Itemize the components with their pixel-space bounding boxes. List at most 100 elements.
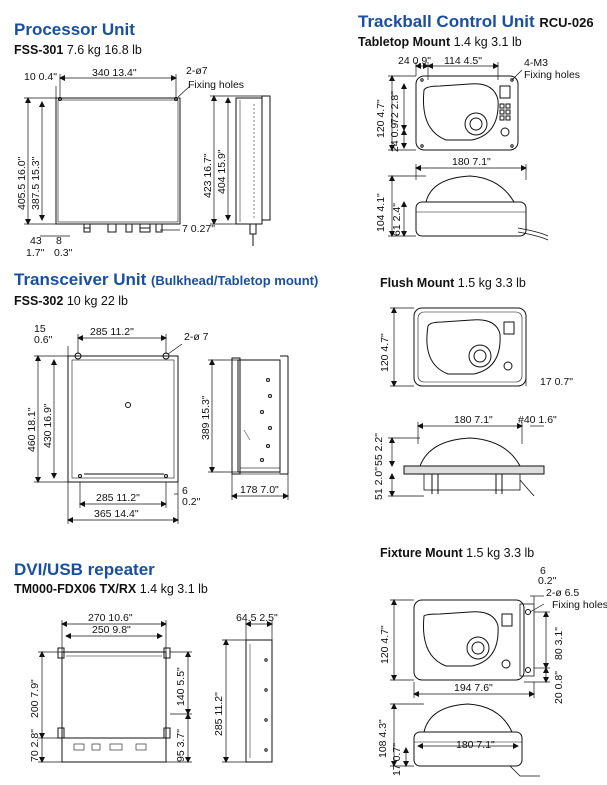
transceiver-height-outer: 460 18.1" — [26, 407, 38, 452]
transceiver-front-view — [67, 352, 179, 483]
tabletop-d-width: 114 4.5" — [444, 55, 482, 67]
fixture-label: Fixture Mount — [380, 546, 463, 560]
processor-side-offset: 7 0.27" — [182, 223, 215, 235]
transceiver-bottom-holes: 285 11.2" — [96, 492, 140, 504]
transceiver-depth: 178 7.0" — [240, 484, 279, 496]
processor-bottom-gap-in: 0.3" — [54, 247, 73, 259]
fixture-width-outer: 194 7.6" — [454, 682, 493, 694]
dvi-front-view — [57, 647, 171, 763]
fixture-holes-label: Fixing holes — [552, 599, 607, 611]
dvi-right-upper: 140 5.5" — [175, 667, 187, 706]
fixture-side-height: 108 4.3" — [377, 719, 389, 758]
trackball-title: Trackball Control Unit RCU-026 — [358, 12, 594, 32]
transceiver-side-view — [231, 355, 289, 475]
dvi-right-lower: 95 3.7" — [175, 729, 187, 762]
trackball-fixture-side-view — [413, 703, 540, 777]
tabletop-label: Tabletop Mount — [358, 35, 451, 49]
dvi-spec: TM000-FDX06 TX/RX 1.4 kg 3.1 lb — [14, 582, 208, 596]
tabletop-side-height: 104 4.1" — [375, 193, 387, 232]
processor-holes: 2-ø7 — [186, 65, 208, 77]
flush-panel: #40 1.6" — [518, 414, 557, 426]
transceiver-title-suffix: (Bulkhead/Tabletop mount) — [151, 273, 319, 288]
trackball-flush-side-view — [403, 437, 545, 497]
transceiver-height-inner: 430 16.9" — [42, 403, 54, 448]
dvi-side-height: 285 11.2" — [213, 692, 225, 736]
dvi-weight: 1.4 kg 3.1 lb — [139, 582, 208, 596]
transceiver-title: Transceiver Unit (Bulkhead/Tabletop moun… — [14, 270, 318, 290]
tabletop-width: 180 7.1" — [452, 156, 491, 168]
tabletop-height: 120 4.7" — [375, 99, 387, 138]
flush-width: 180 7.1" — [454, 414, 493, 426]
trackball-model-tag: RCU-026 — [539, 15, 594, 30]
fixture-holes: 2-ø 6.5 — [546, 587, 580, 599]
processor-height-inner: 387.5 15.3" — [30, 156, 42, 210]
dvi-model: TM000-FDX06 TX/RX — [14, 582, 137, 596]
flush-label: Flush Mount — [380, 276, 455, 290]
tabletop-d-left: 24 0.9" — [398, 55, 431, 67]
tabletop-spec: Tabletop Mount 1.4 kg 3.1 lb — [358, 35, 522, 49]
processor-spec: FSS-301 7.6 kg 16.8 lb — [14, 43, 142, 57]
processor-weight: 7.6 kg 16.8 lb — [66, 43, 142, 57]
transceiver-top-offset-in: 0.6" — [34, 334, 53, 346]
flush-side-lower: 51 2.0" — [373, 467, 385, 500]
fixture-side-lower: 17 0.7" — [391, 743, 403, 776]
flush-weight: 1.5 kg 3.3 lb — [457, 276, 526, 290]
tabletop-side-lower: 61 2.4" — [391, 203, 403, 236]
trackball-flush-dimension-lines — [388, 307, 544, 497]
fixture-height: 120 4.7" — [379, 625, 391, 664]
transceiver-model: FSS-302 — [14, 294, 64, 308]
fixture-right-lower: 20 0.8" — [553, 671, 565, 704]
transceiver-width-total: 365 14.4" — [94, 508, 139, 520]
processor-offset-top: 10 0.4" — [24, 71, 57, 83]
processor-dimension-lines — [24, 74, 262, 237]
trackball-fixture-dimension-lines — [390, 595, 550, 767]
fixture-offset: 6 — [540, 565, 546, 577]
processor-width: 340 13.4" — [92, 67, 137, 79]
tabletop-h-lower: 24 0.9" — [389, 119, 401, 152]
dvi-height-left: 200 7.9" — [29, 679, 41, 718]
trackball-flush-top-view — [413, 307, 527, 387]
transceiver-width-holes: 285 11.2" — [90, 326, 134, 338]
transceiver-bottom-offset: 6 — [182, 485, 188, 497]
dvi-dimension-lines — [38, 620, 273, 763]
processor-side-view — [235, 95, 271, 246]
dvi-width-inner: 250 9.8" — [92, 624, 131, 636]
processor-model: FSS-301 — [14, 43, 64, 57]
processor-front-view — [55, 97, 181, 233]
trackball-tabletop-dimension-lines — [388, 62, 527, 237]
transceiver-bottom-offset-in: 0.2" — [182, 496, 201, 508]
fixture-right-upper: 80 3.1" — [553, 627, 565, 660]
flush-side-upper: 55 2.2" — [373, 433, 385, 466]
tabletop-holes: 4-M3 — [524, 57, 548, 69]
dvi-bottom-left: 70 2.8" — [29, 729, 41, 762]
dvi-width-outer: 270 10.6" — [88, 612, 133, 624]
trackball-tabletop-top-view — [415, 75, 519, 151]
transceiver-spec: FSS-302 10 kg 22 lb — [14, 294, 128, 308]
transceiver-dimension-lines — [34, 334, 289, 524]
transceiver-holes: 2-ø 7 — [184, 331, 209, 343]
transceiver-weight: 10 kg 22 lb — [66, 294, 128, 308]
flush-spec: Flush Mount 1.5 kg 3.3 lb — [380, 276, 526, 290]
tabletop-weight: 1.4 kg 3.1 lb — [453, 35, 522, 49]
trackball-fixture-top-view — [413, 599, 535, 681]
dvi-title: DVI/USB repeater — [14, 560, 155, 579]
processor-title: Processor Unit — [14, 20, 135, 39]
transceiver-title-text: Transceiver Unit — [14, 270, 147, 289]
processor-holes-label: Fixing holes — [188, 79, 245, 91]
processor-depth-inner: 404 15.9" — [216, 149, 228, 194]
processor-bottom-left: 43 — [30, 235, 42, 247]
processor-depth-outer: 423 16.7" — [202, 153, 214, 198]
transceiver-top-offset: 15 — [34, 323, 46, 335]
dvi-side-view — [245, 639, 273, 763]
fixture-spec: Fixture Mount 1.5 kg 3.3 lb — [380, 546, 534, 560]
trackball-tabletop-side-view — [415, 175, 549, 241]
fixture-weight: 1.5 kg 3.3 lb — [466, 546, 535, 560]
tabletop-holes-label: Fixing holes — [524, 69, 581, 81]
fixture-width: 180 7.1" — [456, 739, 495, 751]
processor-bottom-gap: 8 — [56, 235, 62, 247]
trackball-title-text: Trackball Control Unit — [358, 12, 535, 31]
dvi-side-depth: 64.5 2.5" — [236, 612, 278, 624]
flush-side-offset: 17 0.7" — [540, 376, 573, 388]
transceiver-side-height: 389 15.3" — [200, 395, 212, 440]
